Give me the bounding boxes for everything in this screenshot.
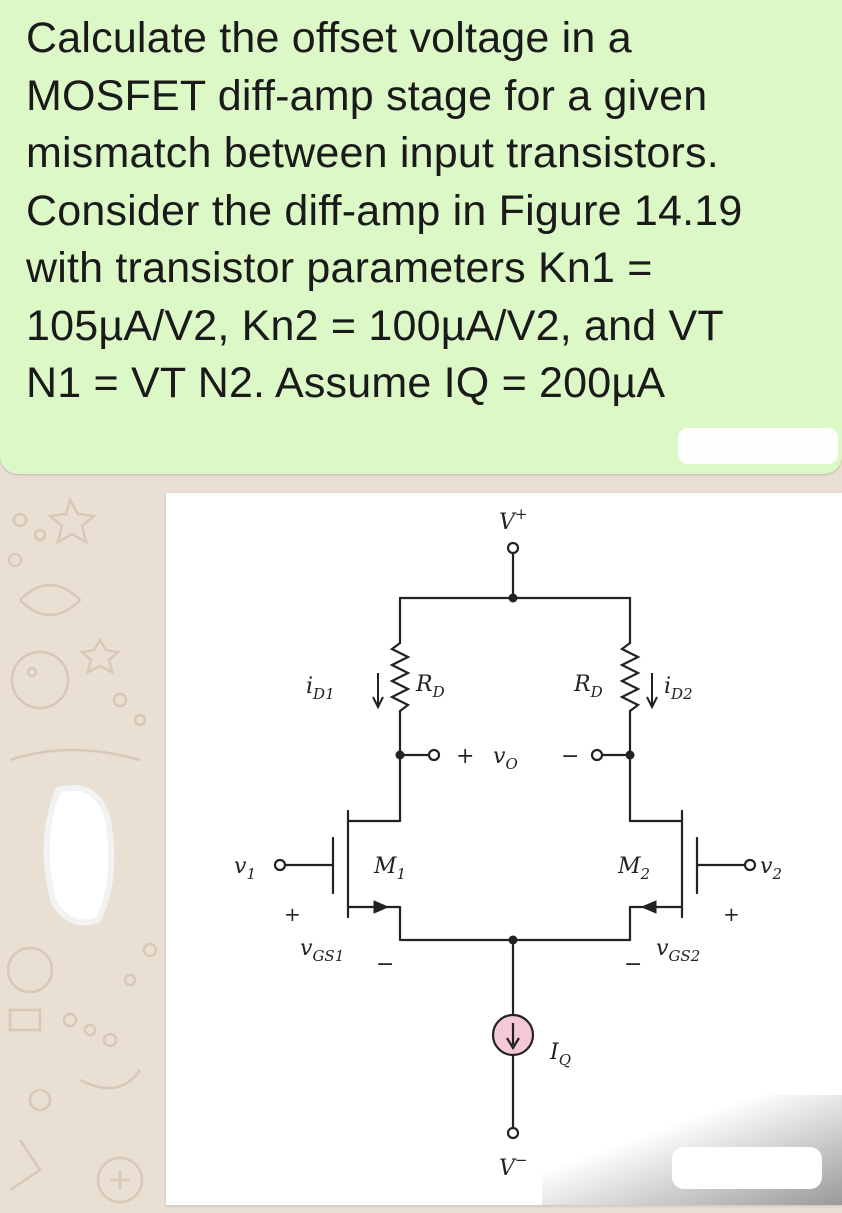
m2-source-arrow [640, 900, 657, 914]
id2-label: iD2 [664, 674, 693, 703]
vo-plus-terminal [427, 748, 441, 762]
vplus-label: V+ [499, 505, 527, 535]
vgs1-plus-sign: + [284, 902, 301, 926]
question-line: Consider the diff-amp in Figure 14.19 [26, 186, 743, 235]
v1-label: v1 [234, 854, 256, 883]
vgs2-plus-sign: + [723, 902, 740, 926]
vgs1-label: vGS1 [300, 936, 344, 965]
redacted-scribble [43, 785, 115, 926]
redacted-image-timestamp [672, 1147, 822, 1189]
question-line: MOSFET diff-amp stage for a given [26, 71, 708, 120]
diff-amp-circuit: V+ V− RD RD iD1 iD2 + vO − M1 M2 v1 v2 +… [234, 505, 782, 1181]
question-line: Calculate the offset voltage in a [26, 14, 632, 62]
vo-label: vO [493, 744, 518, 773]
question-text: Calculate the offset voltage in a MOSFET… [26, 10, 826, 413]
question-line: 105µA/V2, Kn2 = 100µA/V2, and VT [26, 301, 724, 350]
m2-label: M2 [617, 854, 650, 883]
rd-left-label: RD [415, 672, 445, 701]
vo-minus-terminal [590, 748, 604, 762]
vo-plus-sign: + [456, 744, 474, 769]
v2-terminal [743, 858, 757, 872]
rd-right-label: RD [573, 672, 603, 701]
question-line: mismatch between input transistors. [26, 129, 719, 177]
iq-label: IQ [549, 1040, 571, 1069]
redacted-timestamp [678, 428, 838, 464]
m1-source-arrow [373, 900, 390, 914]
question-line: N1 = VT N2. Assume IQ = 200µA [26, 359, 666, 407]
vo-minus-sign: − [561, 744, 579, 769]
v1-terminal [273, 858, 287, 872]
vminus-terminal [506, 1126, 520, 1140]
m1-label: M1 [373, 854, 406, 883]
vgs2-minus-sign: − [624, 952, 642, 977]
circuit-image[interactable]: V+ V− RD RD iD1 iD2 + vO − M1 M2 v1 v2 +… [166, 493, 842, 1205]
vminus-label: V− [499, 1151, 527, 1181]
rd-right-resistor [619, 641, 641, 713]
vplus-terminal [506, 541, 520, 555]
v2-label: v2 [760, 854, 782, 883]
vgs1-minus-sign: − [376, 952, 394, 977]
rd-left-resistor [389, 641, 411, 713]
question-line: with transistor parameters Kn1 = [26, 244, 653, 292]
message-bubble: Calculate the offset voltage in a MOSFET… [0, 0, 842, 474]
id1-label: iD1 [306, 674, 335, 703]
vgs2-label: vGS2 [656, 936, 700, 965]
